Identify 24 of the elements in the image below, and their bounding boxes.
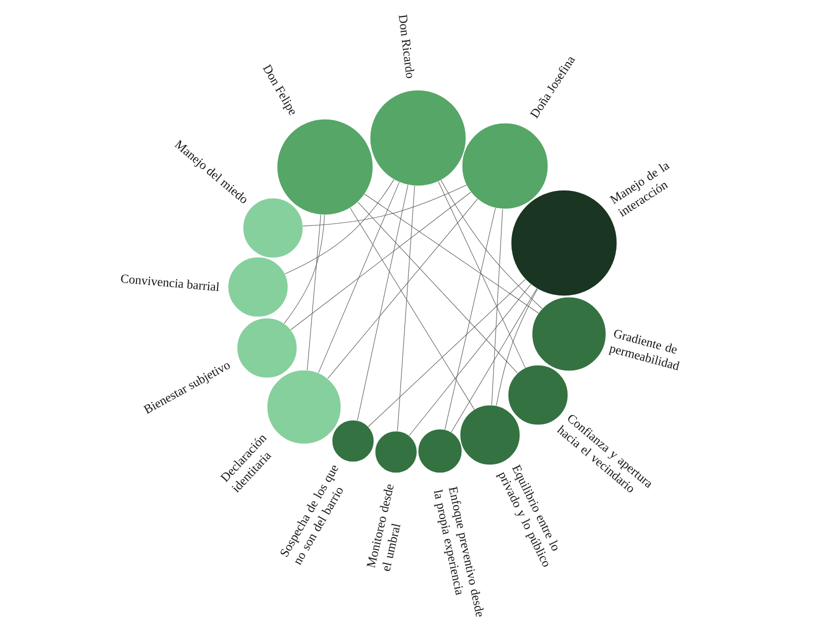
connector-line [397, 186, 415, 432]
connector-line [284, 214, 325, 324]
connector-line [451, 288, 538, 432]
connector-line [438, 181, 526, 368]
connector-line [364, 194, 539, 314]
node-label: Don Ricardo [398, 14, 414, 78]
connector-line [290, 192, 472, 330]
connector-line [318, 182, 400, 374]
connector-line [306, 214, 322, 370]
node-label: Monitoreo desde el umbral [366, 484, 400, 572]
connector-line [358, 202, 518, 374]
node-label: Convivencia barrial [121, 274, 219, 292]
connector-line [357, 184, 408, 421]
connector-line [302, 184, 467, 226]
connector-line [440, 180, 542, 309]
connector-line [444, 208, 496, 430]
connector-line [284, 179, 394, 274]
connector-line [368, 279, 526, 427]
connector-line [491, 208, 503, 406]
node-label: Enfoque preventivo desde la propia experiencia [434, 486, 484, 617]
connector-line [350, 208, 475, 410]
connector-line [408, 284, 532, 436]
connector-line [496, 288, 538, 406]
connector-line [327, 198, 478, 379]
